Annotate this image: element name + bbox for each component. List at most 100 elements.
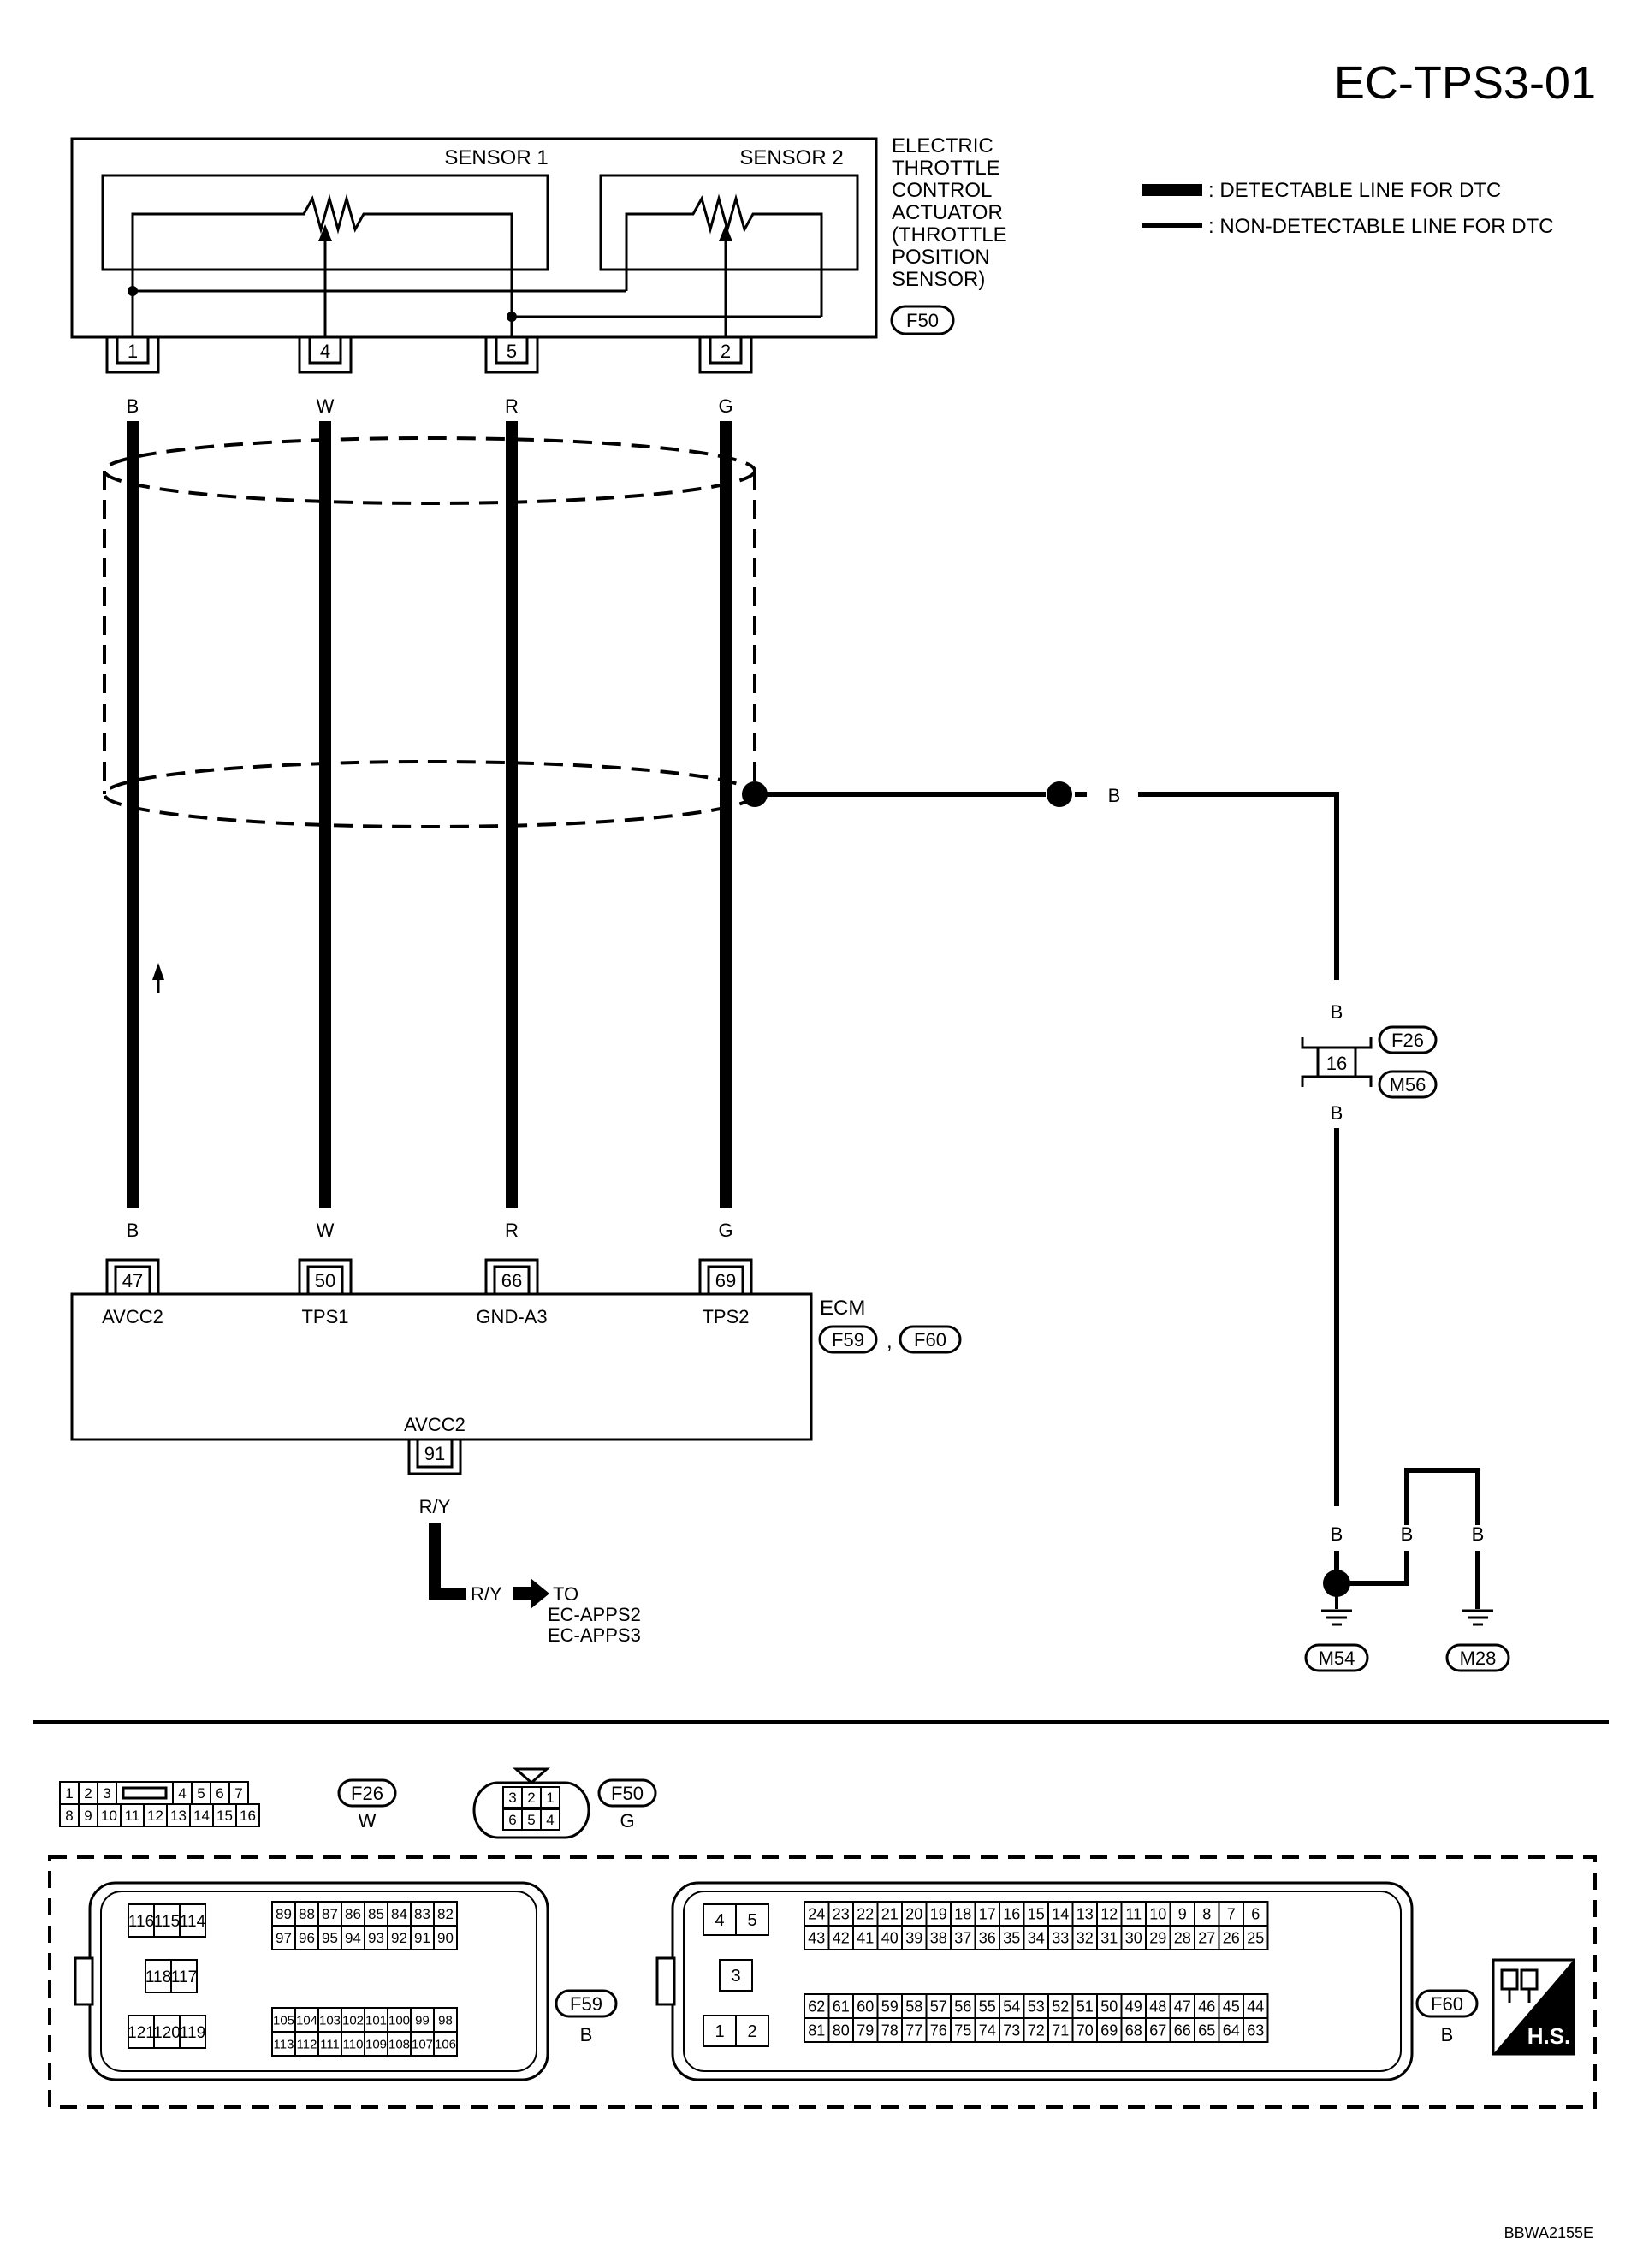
pin-number: 69 (715, 1270, 736, 1291)
pin-number: 91 (424, 1443, 445, 1464)
terminal-number: 31 (1100, 1929, 1118, 1946)
terminal-cell-box (387, 2007, 412, 2033)
ecm-connector-text-2: F60 (914, 1329, 946, 1351)
terminal-cell: 14 (189, 1803, 214, 1827)
terminal-cell-box (925, 1925, 952, 1950)
terminal-cell: 110 (341, 2031, 365, 2057)
terminal-cell-box (999, 1925, 1025, 1950)
terminal-cell: 34 (1023, 1925, 1049, 1950)
sensor2-box (599, 174, 859, 271)
terminal-cell-box (1243, 1901, 1269, 1927)
terminal-cell: 65 (1194, 2017, 1220, 2043)
terminal-cell: 109 (364, 2031, 388, 2057)
actuator-label-line: ACTUATOR (892, 201, 1003, 224)
f60-latch (655, 1956, 676, 2006)
pin-number: 2 (721, 341, 731, 362)
ecm-connector-tag-2 (899, 1325, 962, 1354)
terminal-number: 6 (216, 1785, 223, 1802)
terminal-cell: 13 (1071, 1901, 1098, 1927)
terminal-number: 110 (343, 2037, 364, 2051)
hs-badge-fill (1493, 1960, 1574, 2054)
terminal-cell: 95 (317, 1925, 342, 1950)
sensor1-circuit (131, 193, 513, 317)
terminal-cell: 45 (1218, 1993, 1244, 2019)
terminal-cell: 66 (1169, 2017, 1195, 2043)
terminal-cell: 75 (950, 2017, 976, 2043)
terminal-cell-box (735, 1903, 769, 1936)
ground-jumper-top (1404, 1468, 1480, 1525)
terminal-number: 97 (276, 1930, 292, 1946)
terminal-cell-box (128, 1903, 155, 1938)
actuator-label-line: ELECTRIC (892, 134, 993, 157)
terminal-number: 3 (731, 1967, 740, 1986)
terminal-cell-box (974, 2017, 1000, 2043)
terminal-cell: 103 (317, 2007, 342, 2033)
ecm-bottom-wire-color: R/Y (419, 1496, 451, 1517)
actuator-pin: 2 G (698, 335, 753, 417)
wire-color-top: R (505, 395, 519, 417)
terminal-number: 117 (171, 1968, 197, 1986)
terminal-number: 17 (979, 1905, 996, 1922)
terminal-cell-box (271, 2031, 296, 2057)
pin-bracket (298, 337, 353, 374)
terminal-cell: 11 (120, 1803, 145, 1827)
ecm-pin: B 47 AVCC2 (102, 1220, 163, 1327)
terminal-cell-box (317, 2031, 342, 2057)
to-target-2: EC-APPS3 (548, 1624, 641, 1646)
terminal-cell: 58 (901, 1993, 928, 2019)
terminal-cell-box (433, 2031, 458, 2057)
f50-outline (472, 1781, 590, 1839)
f59-tag (555, 1989, 618, 2018)
terminal-cell: 21 (876, 1901, 903, 1927)
ground-tag-m54-text: M54 (1319, 1648, 1355, 1669)
f59-color: B (580, 2024, 593, 2045)
terminal-number: 42 (833, 1929, 850, 1946)
actuator-label-line: CONTROL (892, 179, 992, 202)
terminal-number: 116 (128, 1913, 154, 1931)
hs-badge-text: H.S. (1527, 2023, 1571, 2049)
terminal-number: 60 (857, 1998, 874, 2015)
terminal-cell: 33 (1047, 1925, 1074, 1950)
terminal-cell-box (235, 1803, 260, 1827)
sensor2-wiper-arrow (719, 224, 732, 241)
terminal-cell: 104 (294, 2007, 319, 2033)
terminal-number: 93 (368, 1930, 384, 1946)
terminal-cell: 12 (143, 1803, 168, 1827)
terminal-number: 89 (276, 1906, 292, 1922)
terminal-number: 108 (388, 2037, 410, 2051)
terminal-number: 55 (979, 1998, 996, 2015)
terminal-cell: 85 (364, 1901, 388, 1927)
terminal-number: 9 (1178, 1905, 1187, 1922)
terminal-cell: 86 (341, 1901, 365, 1927)
terminal-cell: 61 (827, 1993, 854, 2019)
terminal-number: 38 (930, 1929, 947, 1946)
terminal-cell: 36 (974, 1925, 1000, 1950)
terminal-number: 5 (747, 1911, 756, 1930)
arrow-right-icon (513, 1578, 549, 1609)
pin-number: 1 (128, 341, 138, 362)
f50-tag-text: F50 (611, 1783, 644, 1804)
terminal-number: 113 (274, 2037, 294, 2051)
terminal-number: 37 (954, 1929, 971, 1946)
terminal-number: 77 (905, 2022, 922, 2039)
pin-bracket (698, 1258, 753, 1294)
pin-box (114, 1265, 151, 1296)
terminal-cell-box (804, 2017, 830, 2043)
joint-connector-tag-1 (1378, 1025, 1438, 1054)
terminal-cell-box (1169, 1993, 1195, 2019)
ground-symbol-icon (1321, 1609, 1352, 1626)
terminal-cell: 101 (364, 2007, 388, 2033)
terminal-number: 3 (103, 1785, 110, 1802)
terminal-number: 19 (930, 1905, 947, 1922)
ecm-connector-text-1: F59 (832, 1329, 864, 1351)
terminal-cell-box (341, 2007, 365, 2033)
terminal-cell: 42 (827, 1925, 854, 1950)
terminal-cell: 1 (59, 1781, 80, 1805)
terminal-cell: 62 (804, 1993, 830, 2019)
terminal-cell: 14 (1047, 1901, 1074, 1927)
ecm-pin: W 50 TPS1 (298, 1220, 353, 1327)
wire-color-bottom: R (505, 1220, 519, 1241)
terminal-cell: 4 (540, 1808, 560, 1831)
f60-outline (671, 1881, 1414, 2081)
terminal-number: 6 (508, 1812, 516, 1828)
